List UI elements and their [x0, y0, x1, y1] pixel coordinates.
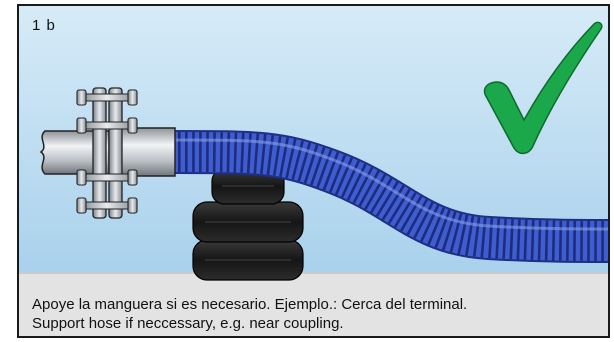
illustration-frame: 1 b Apoye la manguera si es necesario. E…	[17, 4, 610, 338]
flange-right	[108, 87, 123, 219]
caption-english: Support hose if neccessary, e.g. near co…	[32, 315, 344, 332]
flange-left	[92, 87, 107, 219]
hose-support-illustration	[19, 6, 608, 336]
bolts	[76, 89, 138, 214]
hose	[170, 130, 608, 263]
coupling	[39, 87, 176, 219]
ground	[19, 272, 608, 336]
panel-label: 1 b	[32, 17, 56, 34]
check-mark-icon	[483, 21, 603, 155]
caption-spanish: Apoye la manguera si es necesario. Ejemp…	[32, 296, 468, 313]
tyre-stack	[192, 168, 304, 281]
caption: Apoye la manguera si es necesario. Ejemp…	[32, 295, 602, 333]
